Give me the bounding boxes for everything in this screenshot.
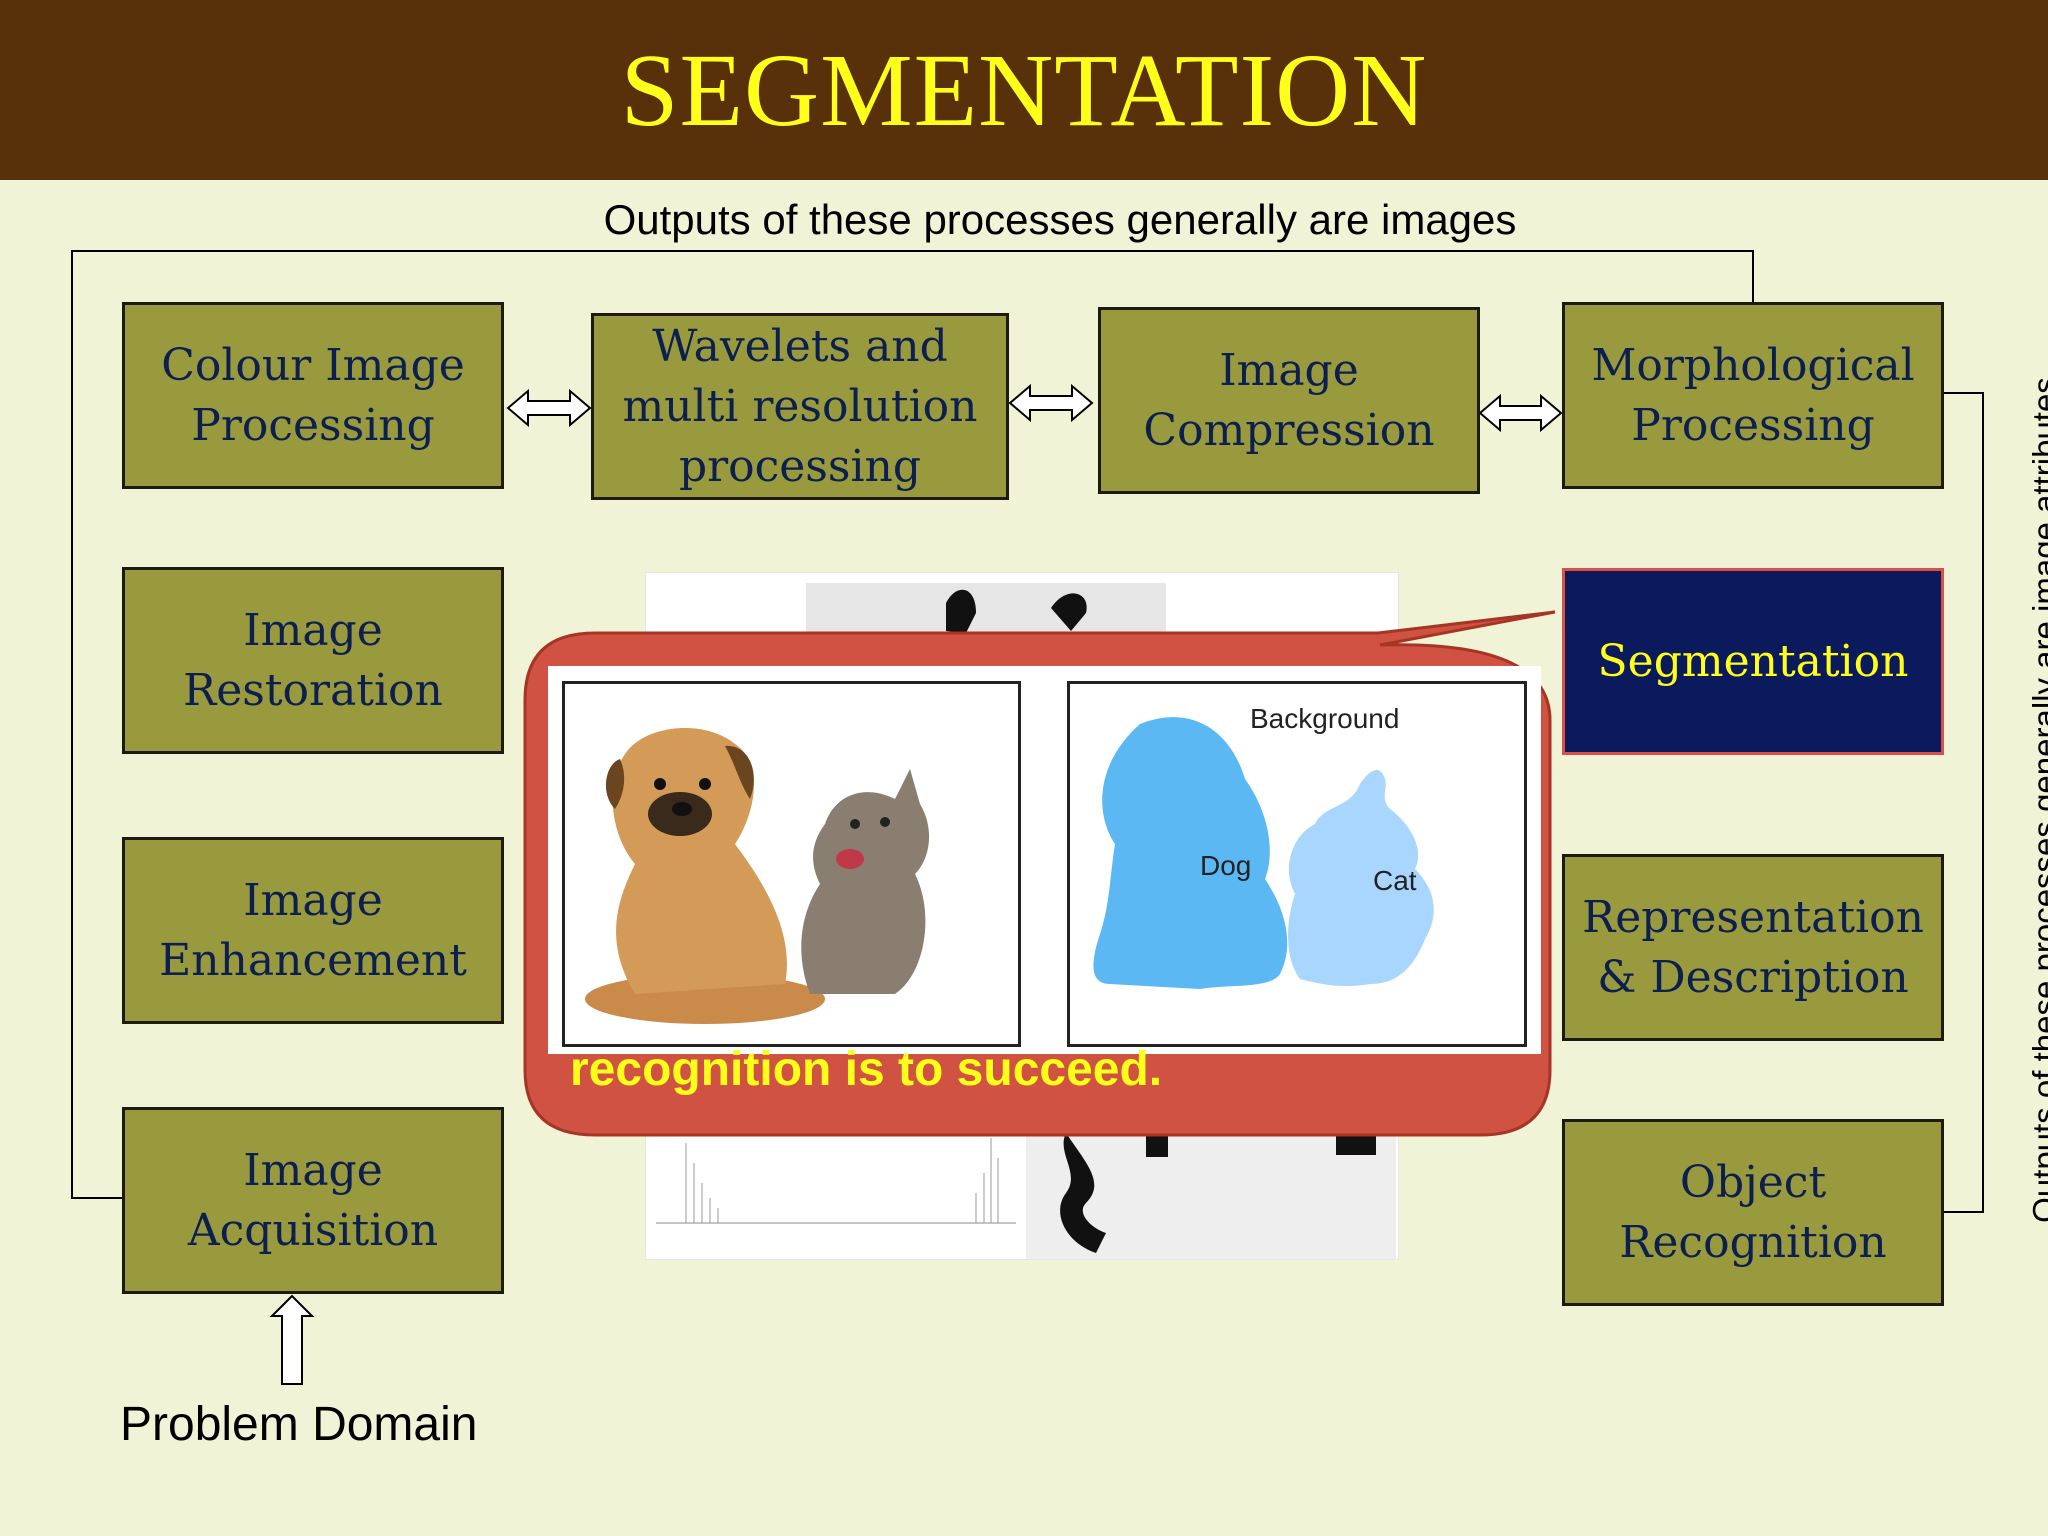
example-image-graphic	[656, 583, 1396, 1259]
attributes-bracket-line	[1944, 392, 1984, 1213]
callout-caption: recognition is to succeed.	[570, 1043, 1163, 1096]
title-bar: SEGMENTATION	[0, 0, 2048, 180]
double-arrow-icon	[1478, 393, 1563, 433]
segmentation-panel: Background Dog Cat	[1067, 681, 1527, 1047]
box-image-acquisition: Image Acquisition	[122, 1107, 504, 1294]
box-label: Colour Image Processing	[161, 339, 465, 451]
images-caption: Outputs of these processes generally are…	[603, 196, 1517, 243]
problem-domain-label: Problem Domain	[120, 1398, 478, 1451]
images-feedback-line	[71, 250, 1754, 1199]
segmentation-map	[1093, 717, 1434, 989]
double-arrow-icon	[1008, 383, 1094, 423]
background-label: Background	[1250, 703, 1400, 734]
box-object-recognition: Object Recognition	[1562, 1119, 1944, 1306]
dog-cat-photo	[585, 727, 930, 1024]
box-label: Morphological Processing	[1591, 339, 1915, 451]
box-label: Image Compression	[1143, 344, 1435, 456]
box-colour-image-processing: Colour Image Processing	[122, 302, 504, 489]
cat-shape	[801, 769, 930, 994]
dog-segment	[1093, 717, 1288, 989]
box-label: Image Restoration	[183, 604, 443, 716]
box-label: Object Recognition	[1619, 1156, 1887, 1268]
box-label: Wavelets and multi resolution processing	[622, 320, 978, 492]
box-image-compression: Image Compression	[1098, 307, 1480, 494]
cat-segment	[1288, 769, 1434, 987]
box-label: Segmentation	[1597, 635, 1909, 687]
box-image-enhancement: Image Enhancement	[122, 837, 504, 1024]
box-morphological-processing: Morphological Processing	[1562, 302, 1944, 489]
box-label: Image Enhancement	[159, 874, 467, 986]
box-segmentation: Segmentation	[1562, 568, 1944, 755]
up-arrow-icon	[269, 1294, 315, 1385]
box-label: Representation & Description	[1582, 891, 1924, 1003]
slide-title: SEGMENTATION	[620, 33, 1428, 148]
box-wavelets: Wavelets and multi resolution processing	[591, 313, 1009, 500]
box-label: Image Acquisition	[187, 1144, 439, 1256]
box-image-restoration: Image Restoration	[122, 567, 504, 754]
box-representation-description: Representation & Description	[1562, 854, 1944, 1041]
cat-label: Cat	[1373, 865, 1417, 896]
dog-label: Dog	[1200, 850, 1252, 881]
double-arrow-icon	[506, 388, 592, 428]
dog-shape	[612, 727, 787, 994]
photo-panel	[562, 681, 1021, 1047]
